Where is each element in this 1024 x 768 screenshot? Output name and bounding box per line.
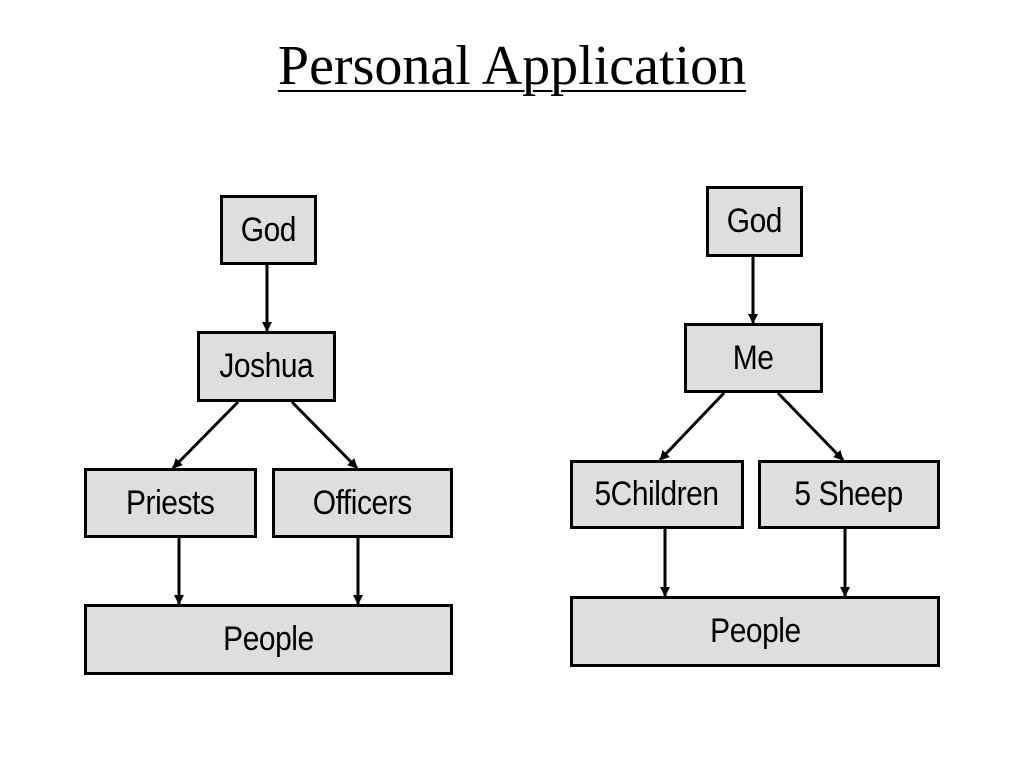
left-node-officers: Officers bbox=[272, 468, 453, 538]
right-node-me: Me bbox=[684, 323, 823, 393]
left-node-god-label: God bbox=[240, 210, 297, 249]
left-node-joshua-label: Joshua bbox=[219, 347, 314, 385]
right-arrow-me-to-sheep bbox=[776, 391, 845, 462]
right-node-people: People bbox=[570, 596, 940, 667]
right-node-god: God bbox=[706, 186, 803, 257]
right-node-people-label: People bbox=[709, 612, 801, 650]
right-node-children-label: 5Children bbox=[594, 475, 720, 513]
slide-title-text: Personal Application bbox=[277, 35, 747, 97]
left-node-people: People bbox=[84, 604, 453, 675]
right-node-children: 5Children bbox=[570, 460, 744, 529]
left-node-god: God bbox=[220, 195, 317, 265]
left-node-joshua: Joshua bbox=[197, 331, 336, 402]
left-arrow-joshua-to-officers bbox=[290, 400, 359, 470]
right-node-me-label: Me bbox=[733, 338, 774, 377]
right-node-sheep-label: 5 Sheep bbox=[794, 475, 904, 513]
slide-title: Personal Application bbox=[0, 30, 1024, 102]
right-node-sheep: 5 Sheep bbox=[758, 460, 940, 529]
right-arrow-me-to-children bbox=[658, 391, 726, 462]
left-node-people-label: People bbox=[223, 620, 314, 658]
left-node-priests: Priests bbox=[84, 468, 257, 538]
right-node-god-label: God bbox=[726, 202, 783, 240]
left-node-officers-label: Officers bbox=[312, 483, 412, 522]
left-node-priests-label: Priests bbox=[126, 483, 215, 522]
left-arrow-joshua-to-priests bbox=[171, 400, 240, 470]
